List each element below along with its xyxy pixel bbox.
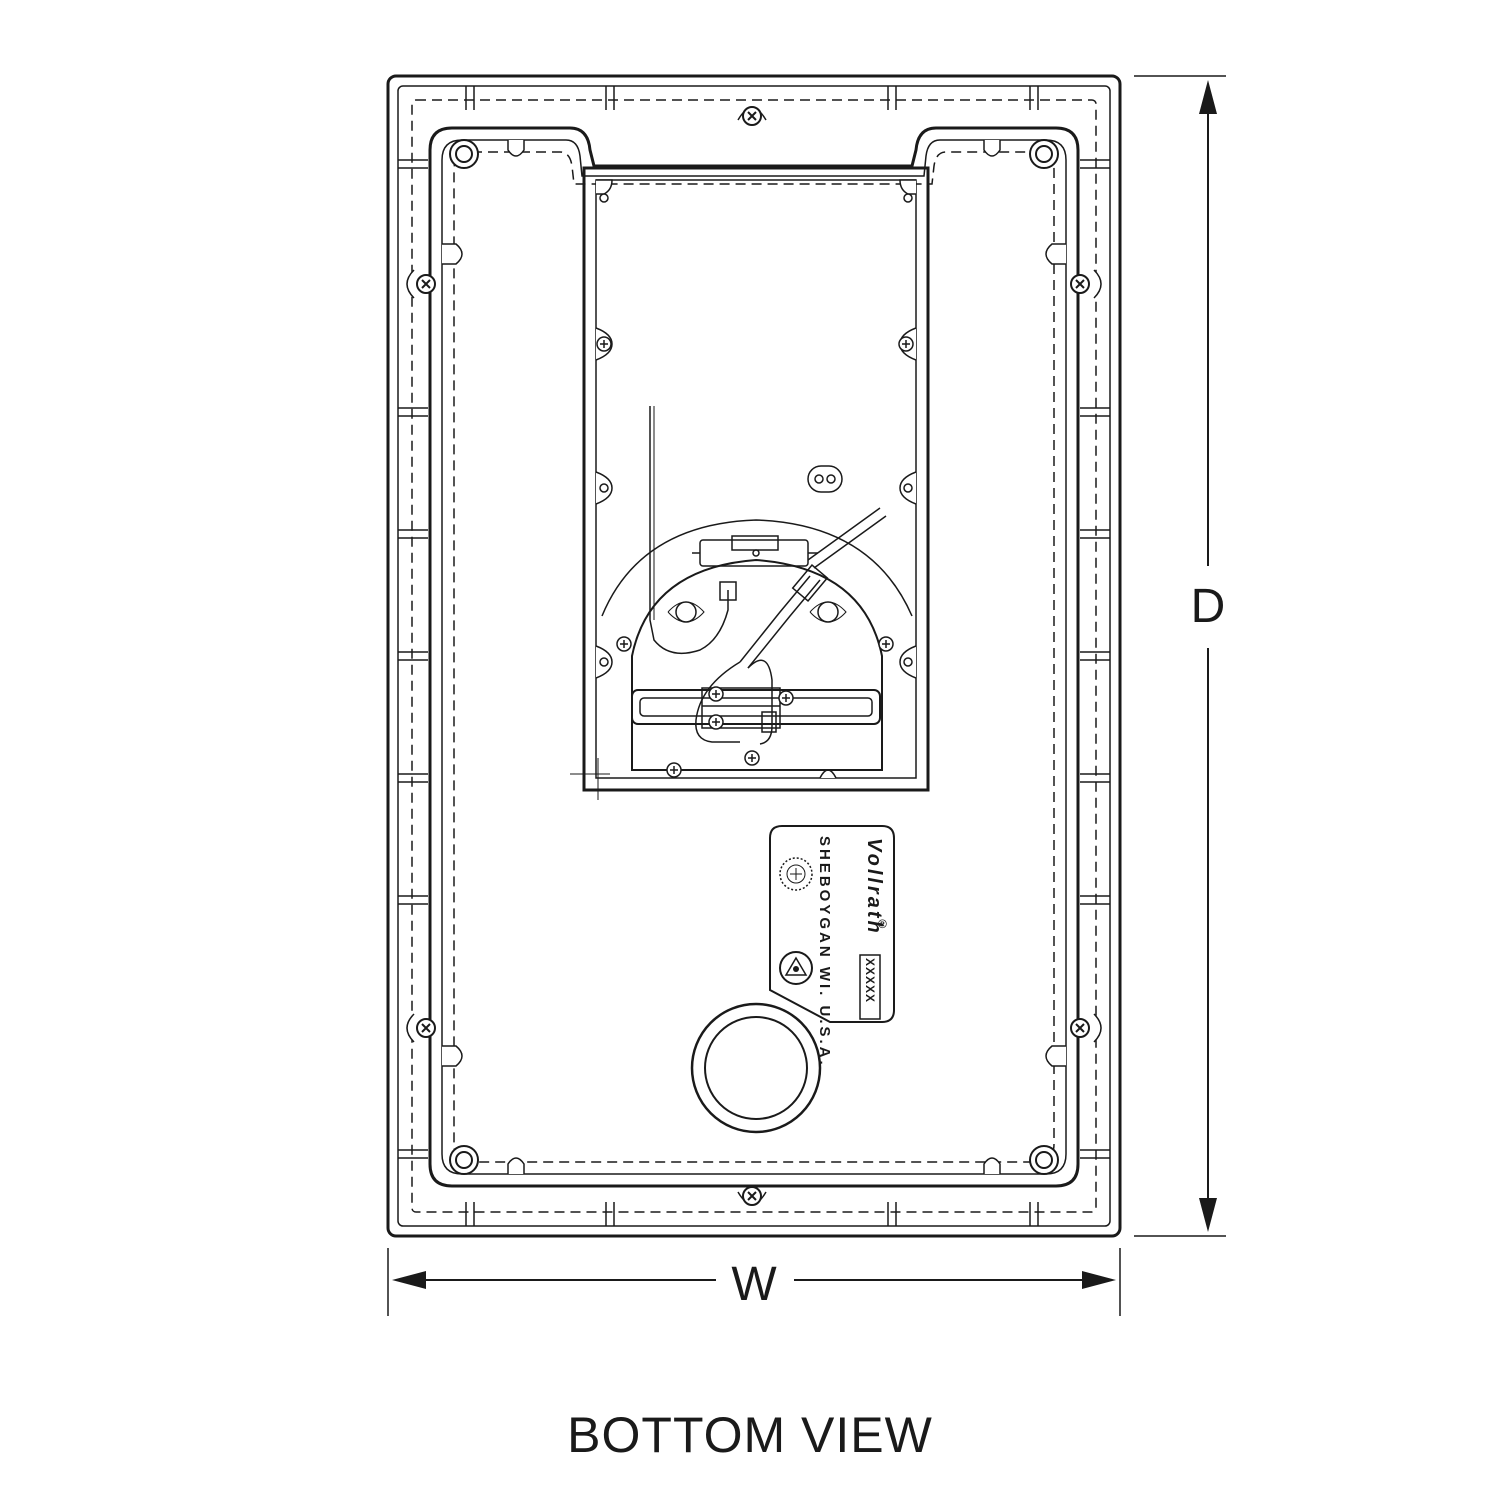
grommet-hole [690, 1002, 822, 1134]
view-caption: BOTTOM VIEW [567, 1407, 933, 1463]
outer-frame [386, 74, 1122, 1238]
oval-slot [807, 465, 843, 493]
depth-label: D [1191, 580, 1226, 633]
element-fasteners [616, 636, 894, 778]
perimeter-screws [406, 106, 1102, 1206]
width-dimension [387, 1248, 1121, 1316]
nameplate: Vollrath ® SHEBOYGAN WI. U.S.A. XXXXX [769, 825, 895, 1068]
edge-tabs [442, 140, 1066, 1174]
depth-dimension [1134, 75, 1226, 1237]
element-assembly [601, 406, 913, 771]
control-box [570, 166, 930, 800]
vollrath-logo: Vollrath [863, 838, 885, 936]
logo-text: Vollrath [863, 838, 885, 936]
code-text: XXXXX [863, 958, 877, 1003]
control-box-mounts [595, 179, 917, 779]
recycle-seal-icon [779, 951, 813, 985]
corner-bosses [449, 139, 1059, 1175]
certification-seal-icon [779, 857, 813, 891]
inner-base [428, 126, 1080, 1188]
registered-mark: ® [878, 917, 888, 931]
width-label: W [731, 1258, 777, 1311]
code-box: XXXXX [859, 954, 881, 1020]
rim-ribs [398, 86, 1110, 1226]
location-text: SHEBOYGAN WI. U.S.A. [816, 836, 833, 1068]
